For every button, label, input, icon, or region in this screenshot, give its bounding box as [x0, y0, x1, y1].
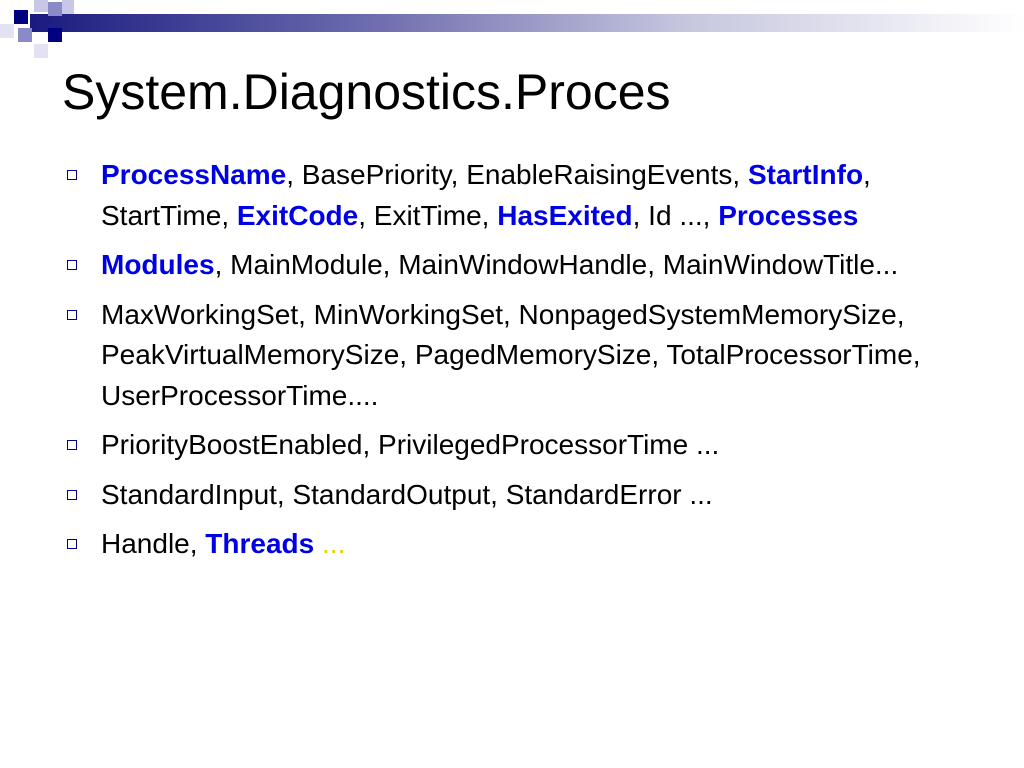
hollow-square-bullet-icon — [67, 260, 77, 270]
decor-square — [34, 0, 48, 12]
bullet-item: Modules, MainModule, MainWindowHandle, M… — [64, 245, 984, 286]
hollow-square-bullet-icon — [67, 440, 77, 450]
header-gradient-bar — [30, 14, 1024, 32]
bullet-text: , MainModule, MainWindowHandle, MainWind… — [214, 249, 899, 280]
bullet-text: , ExitTime, — [358, 199, 498, 231]
bullet-text — [314, 528, 322, 559]
bullet-text: StandardInput, StandardOutput, StandardE… — [101, 478, 713, 510]
decor-square — [0, 24, 14, 38]
bullet-text: , BasePriority, EnableRaisingEvents, — [286, 159, 748, 190]
decor-square — [18, 28, 32, 42]
decor-square — [62, 0, 74, 14]
keyword-text: Processes — [718, 199, 859, 231]
keyword-text: ExitCode — [236, 199, 359, 231]
slide-title: System.Diagnostics.Proces — [62, 64, 671, 120]
hollow-square-bullet-icon — [67, 489, 77, 500]
hollow-square-bullet-icon — [67, 170, 77, 180]
ellipsis-text: ... — [322, 528, 346, 559]
bullet-item: Handle, Threads ... — [64, 524, 984, 565]
hollow-square-bullet-icon — [67, 309, 77, 320]
bullet-text: PriorityBoostEnabled, PrivilegedProcesso… — [101, 429, 720, 460]
decor-square — [48, 28, 62, 42]
bullet-item: ProcessName, BasePriority, EnableRaising… — [64, 155, 984, 236]
bullet-item: MaxWorkingSet, MinWorkingSet, NonpagedSy… — [64, 295, 984, 417]
keyword-text: StartInfo — [747, 159, 864, 190]
keyword-text: Modules — [101, 249, 215, 280]
decor-square — [48, 2, 62, 16]
bullet-item: StandardInput, StandardOutput, StandardE… — [64, 475, 984, 516]
keyword-text: HasExited — [497, 199, 633, 231]
hollow-square-bullet-icon — [67, 539, 77, 549]
decor-square — [34, 44, 48, 58]
bullet-list: ProcessName, BasePriority, EnableRaising… — [64, 155, 984, 574]
decor-square — [14, 10, 28, 24]
bullet-text: Handle, — [101, 528, 206, 559]
keyword-text: Threads — [205, 528, 315, 559]
bullet-text: MaxWorkingSet, MinWorkingSet, NonpagedSy… — [101, 298, 921, 411]
bullet-text: , Id ..., — [632, 199, 719, 231]
keyword-text: ProcessName — [101, 159, 287, 190]
bullet-item: PriorityBoostEnabled, PrivilegedProcesso… — [64, 425, 984, 466]
bullet-text: , StartTime, — [101, 159, 871, 231]
